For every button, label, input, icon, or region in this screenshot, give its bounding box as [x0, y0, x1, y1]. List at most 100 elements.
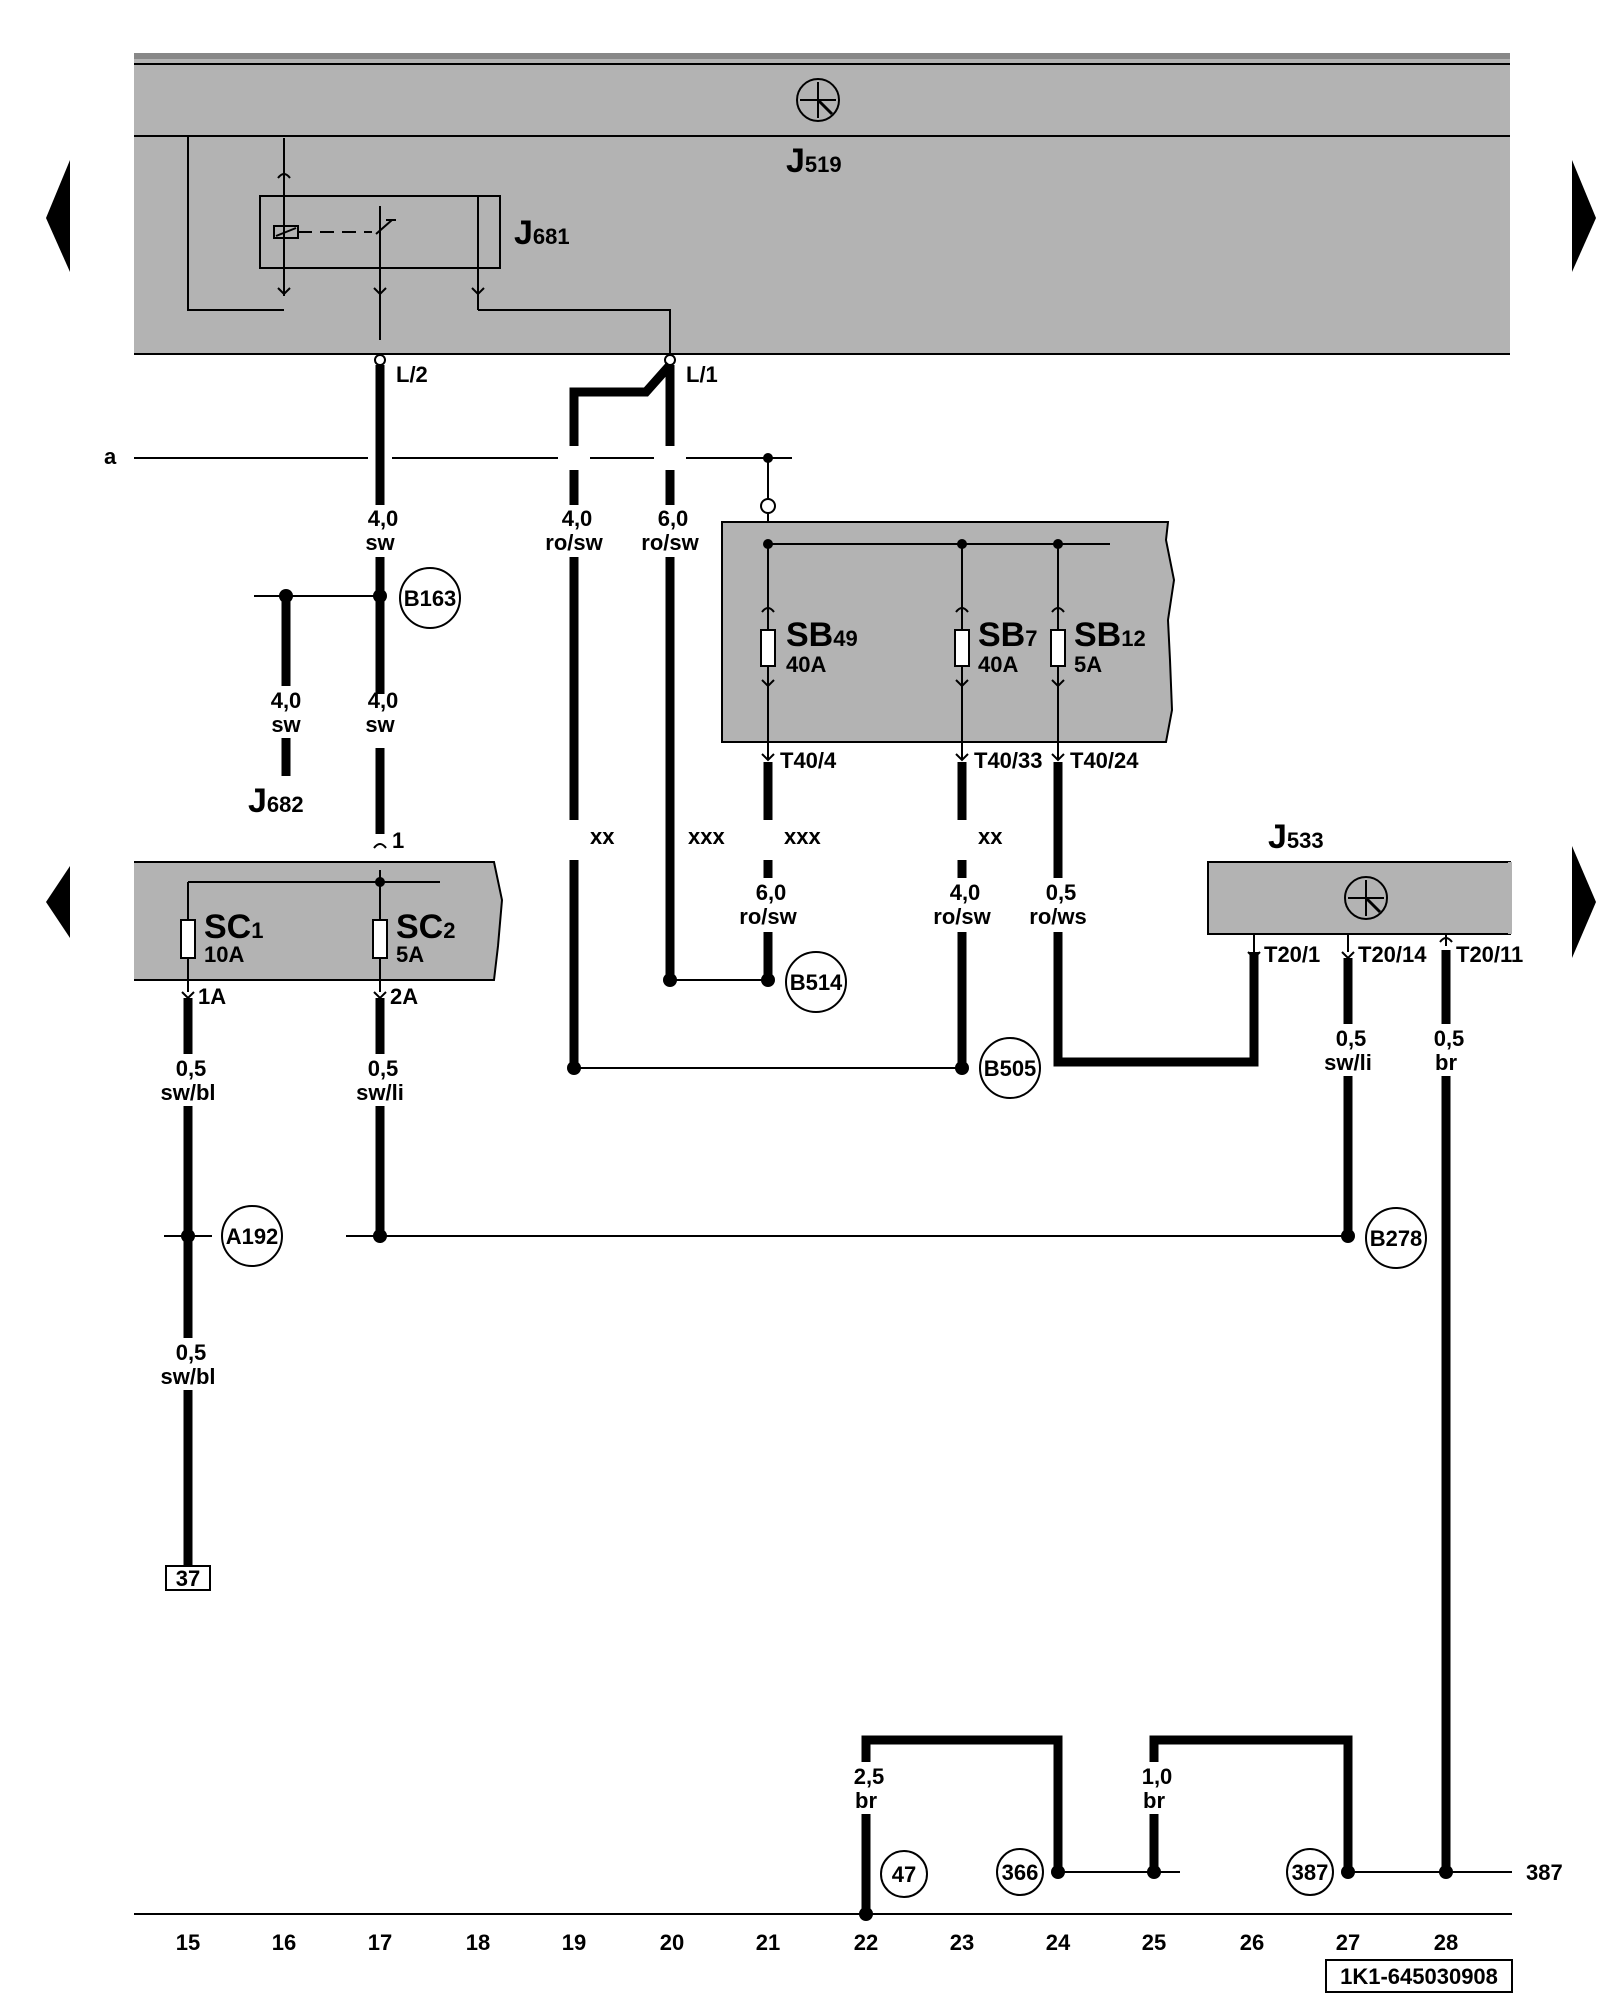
fuse-sb12-label: SB12 [1074, 616, 1146, 654]
ruler: 15 16 17 18 19 20 21 22 23 24 25 26 27 2… [176, 1930, 1458, 1955]
svg-text:T20/14: T20/14 [1358, 942, 1427, 967]
svg-text:47: 47 [892, 1862, 916, 1887]
ruler-tick-label: 27 [1336, 1930, 1360, 1955]
j682-label: J682 [248, 782, 304, 820]
svg-text:sw/li: sw/li [1324, 1050, 1372, 1075]
svg-text:sw/li: sw/li [356, 1080, 404, 1105]
connector-b278[interactable] [1365, 1207, 1427, 1269]
svg-text:4,0: 4,0 [950, 880, 981, 905]
connector-a192[interactable] [221, 1205, 283, 1267]
doc-id: 1K1-645030908 [1340, 1964, 1498, 1989]
ruler-tick-label: 23 [950, 1930, 974, 1955]
ref-387: 387 [1526, 1860, 1563, 1885]
j519-control-unit: J519 [134, 53, 1510, 355]
svg-text:A192: A192 [226, 1224, 279, 1249]
svg-text:ro/ws: ro/ws [1029, 904, 1086, 929]
svg-text:5A: 5A [396, 942, 424, 967]
ruler-tick-label: 26 [1240, 1930, 1264, 1955]
ruler-tick-label: 28 [1434, 1930, 1458, 1955]
svg-text:T20/11: T20/11 [1456, 942, 1523, 967]
svg-text:br: br [855, 1788, 877, 1813]
svg-text:T40/4: T40/4 [780, 748, 837, 773]
svg-text:sw: sw [365, 712, 395, 737]
svg-text:xx: xx [978, 824, 1003, 849]
fuse-sb12-icon [1050, 629, 1066, 667]
next-page-arrow-top[interactable] [1572, 160, 1596, 272]
marker-xx: xx [590, 824, 615, 849]
svg-text:sw/bl: sw/bl [160, 1080, 215, 1105]
line-a-label: a [104, 444, 117, 469]
wire-sc2-2a[interactable] [346, 998, 1355, 1243]
wire-color-label: sw [365, 530, 395, 555]
svg-text:4,0: 4,0 [562, 506, 593, 531]
ruler-tick-label: 21 [756, 1930, 780, 1955]
j533-label: J533 [1268, 818, 1324, 856]
svg-text:10A: 10A [204, 942, 244, 967]
wire-t40-4[interactable] [663, 762, 775, 987]
connector-b514[interactable] [785, 951, 847, 1013]
j519-label: J519 [786, 142, 842, 180]
ref-box-37[interactable] [165, 1565, 211, 1591]
svg-text:0,5: 0,5 [368, 1056, 399, 1081]
fuse-sc2-label: SC2 [396, 908, 455, 946]
j681-relay: J681 [187, 136, 671, 354]
ruler-tick-label: 19 [562, 1930, 586, 1955]
svg-text:ro/sw: ro/sw [739, 904, 797, 929]
svg-text:1A: 1A [198, 984, 226, 1009]
svg-text:6,0: 6,0 [658, 506, 689, 531]
svg-text:ro/sw: ro/sw [933, 904, 991, 929]
svg-text:1,0: 1,0 [1142, 1764, 1173, 1789]
wire-size-label: 4,0 [368, 506, 399, 531]
prev-page-arrow-bottom[interactable] [46, 866, 70, 938]
connector-b163[interactable] [399, 567, 461, 629]
doc-id-box [1325, 1959, 1513, 1993]
prev-page-arrow-top[interactable] [46, 160, 70, 272]
svg-text:37: 37 [176, 1566, 200, 1591]
svg-text:xxx: xxx [784, 824, 821, 849]
ground-point-387[interactable] [1286, 1848, 1334, 1896]
control-unit-icon [796, 78, 840, 122]
sc-fuse-box: SC1 10A SC2 5A [134, 861, 504, 992]
ground-wire-2-5[interactable] [861, 1735, 1063, 1912]
svg-text:0,5: 0,5 [1336, 1026, 1367, 1051]
svg-text:1: 1 [392, 828, 404, 853]
svg-text:B514: B514 [790, 970, 843, 995]
j681-label: J681 [514, 214, 570, 252]
svg-text:0,5: 0,5 [1046, 880, 1077, 905]
pin-l1: L/1 [686, 362, 718, 387]
svg-text:0,5: 0,5 [176, 1340, 207, 1365]
svg-text:br: br [1435, 1050, 1457, 1075]
svg-text:2A: 2A [390, 984, 418, 1009]
svg-text:4,0: 4,0 [271, 688, 302, 713]
ruler-tick-label: 17 [368, 1930, 392, 1955]
svg-text:T40/24: T40/24 [1070, 748, 1139, 773]
control-unit-icon [1344, 876, 1388, 920]
fuse-sb7-label: SB7 [978, 616, 1037, 654]
svg-text:B163: B163 [404, 586, 457, 611]
svg-text:366: 366 [1002, 1860, 1039, 1885]
svg-text:B278: B278 [1370, 1226, 1423, 1251]
ground-point-366[interactable] [996, 1848, 1044, 1896]
connector-b505[interactable] [979, 1037, 1041, 1099]
marker-xxx: xxx [688, 824, 725, 849]
fuse-sb7-icon [954, 629, 970, 667]
ground-point-47[interactable] [880, 1850, 928, 1898]
svg-text:0,5: 0,5 [176, 1056, 207, 1081]
svg-text:sw/bl: sw/bl [160, 1364, 215, 1389]
svg-text:B505: B505 [984, 1056, 1037, 1081]
wire-l2[interactable] [368, 354, 392, 834]
svg-text:T40/33: T40/33 [974, 748, 1043, 773]
ruler-tick-label: 20 [660, 1930, 684, 1955]
svg-text:5A: 5A [1074, 652, 1102, 677]
pin-l2: L/2 [396, 362, 428, 387]
fuse-sc1-label: SC1 [204, 908, 263, 946]
svg-text:387: 387 [1292, 1860, 1329, 1885]
svg-text:6,0: 6,0 [756, 880, 787, 905]
svg-text:40A: 40A [978, 652, 1018, 677]
ruler-tick-label: 22 [854, 1930, 878, 1955]
svg-text:40A: 40A [786, 652, 826, 677]
ruler-tick-label: 25 [1142, 1930, 1166, 1955]
next-page-arrow-bottom[interactable] [1572, 846, 1596, 958]
fuse-sb49-label: SB49 [786, 616, 858, 654]
